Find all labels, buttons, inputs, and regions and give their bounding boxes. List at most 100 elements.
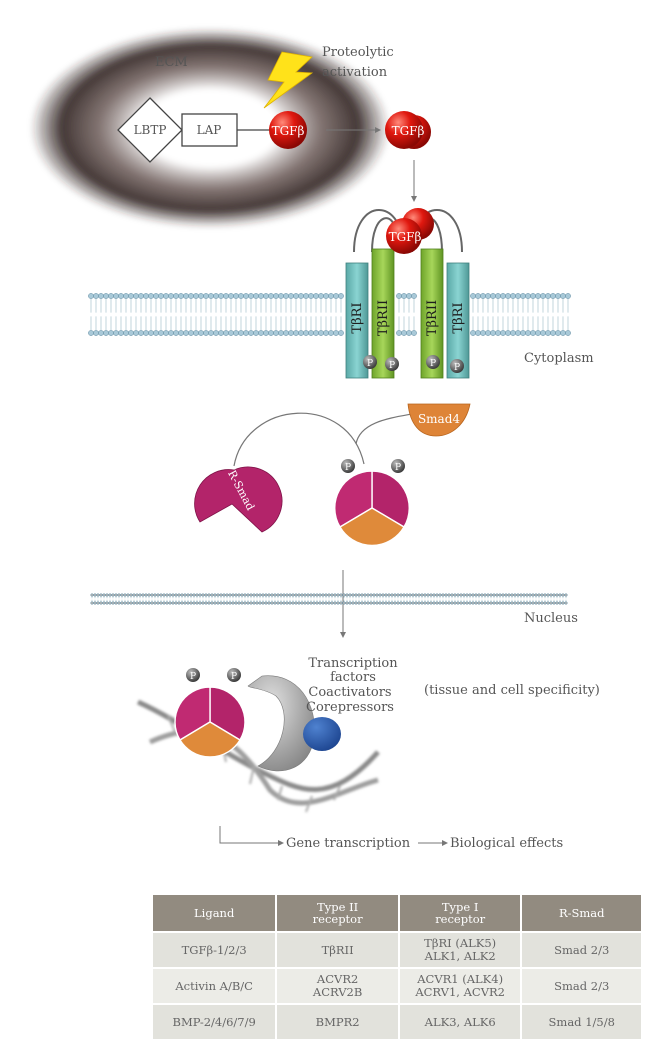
lipid-head — [93, 293, 99, 299]
lipid-head — [300, 601, 304, 605]
lipid-head — [375, 601, 379, 605]
lipid-head — [492, 593, 496, 597]
activation-label: activation — [322, 65, 388, 80]
lipid-head — [366, 593, 370, 597]
lipid-head — [531, 593, 535, 597]
lipid-head — [147, 601, 151, 605]
lipid-head — [480, 601, 484, 605]
lipid-head — [178, 293, 184, 299]
lipid-head — [228, 593, 232, 597]
lipid-head — [189, 593, 193, 597]
lipid-head — [558, 593, 562, 597]
lipid-head — [143, 330, 149, 336]
lipid-head — [278, 330, 284, 336]
specificity-label: (tissue and cell specificity) — [424, 683, 600, 698]
svg-text:P: P — [231, 672, 237, 682]
phospho-group: P — [385, 357, 399, 371]
lipid-head — [530, 293, 536, 299]
lipid-head — [560, 293, 566, 299]
lipid-head — [159, 593, 163, 597]
table-cell: Smad 2/3 — [520, 931, 643, 969]
lipid-head — [297, 593, 301, 597]
lipid-head — [323, 330, 329, 336]
tf-label-line1: Transcription — [308, 656, 398, 671]
lipid-head — [288, 330, 294, 336]
lipid-head — [540, 293, 546, 299]
lipid-head — [108, 330, 114, 336]
lipid-head — [201, 601, 205, 605]
lipid-head — [249, 601, 253, 605]
lipid-head — [113, 330, 119, 336]
lipid-head — [402, 593, 406, 597]
lipid-head — [183, 601, 187, 605]
lipid-head — [411, 293, 417, 299]
lipid-head — [180, 593, 184, 597]
lipid-head — [303, 593, 307, 597]
lipid-head — [432, 601, 436, 605]
lipid-head — [222, 601, 226, 605]
lipid-head — [535, 293, 541, 299]
lipid-head — [336, 593, 340, 597]
lipid-head — [303, 601, 307, 605]
tf-label-line4: Corepressors — [306, 700, 394, 715]
lipid-head — [480, 330, 486, 336]
lipid-head — [333, 330, 339, 336]
lipid-head — [303, 293, 309, 299]
lipid-head — [123, 593, 127, 597]
lipid-head — [387, 601, 391, 605]
lipid-head — [243, 293, 249, 299]
lipid-head — [288, 601, 292, 605]
lipid-head — [456, 593, 460, 597]
lipid-head — [113, 293, 119, 299]
lipid-head — [308, 330, 314, 336]
lipid-head — [423, 593, 427, 597]
lipid-head — [558, 601, 562, 605]
lipid-head — [88, 293, 94, 299]
lipid-head — [261, 593, 265, 597]
lipid-head — [103, 330, 109, 336]
table-cell: BMP-2/4/6/7/9 — [150, 1003, 278, 1041]
lipid-head — [195, 593, 199, 597]
lipid-head — [429, 601, 433, 605]
lipid-head — [253, 293, 259, 299]
lipid-head — [474, 593, 478, 597]
lipid-head — [162, 601, 166, 605]
lipid-head — [177, 593, 181, 597]
lipid-head — [540, 330, 546, 336]
lipid-head — [138, 593, 142, 597]
lipid-head — [231, 593, 235, 597]
lipid-head — [291, 593, 295, 597]
lipid-head — [279, 601, 283, 605]
lipid-head — [318, 330, 324, 336]
phospho-group: P — [186, 668, 200, 682]
lipid-head — [208, 330, 214, 336]
lipid-head — [309, 593, 313, 597]
lipid-head — [218, 330, 224, 336]
lipid-head — [248, 293, 254, 299]
lipid-head — [363, 593, 367, 597]
lipid-head — [133, 293, 139, 299]
lipid-head — [228, 330, 234, 336]
lipid-head — [120, 593, 124, 597]
lipid-head — [486, 601, 490, 605]
svg-text:P: P — [190, 672, 196, 682]
lipid-head — [516, 601, 520, 605]
svg-text:P: P — [430, 359, 436, 369]
lipid-head — [435, 593, 439, 597]
lipid-head — [183, 593, 187, 597]
lipid-head — [450, 601, 454, 605]
lipid-head — [321, 601, 325, 605]
lipid-head — [162, 593, 166, 597]
lipid-head — [278, 293, 284, 299]
lipid-head — [546, 593, 550, 597]
lipid-head — [564, 601, 568, 605]
lipid-head — [204, 593, 208, 597]
lipid-head — [234, 601, 238, 605]
lipid-head — [99, 601, 103, 605]
lipid-head — [318, 601, 322, 605]
phospho-group: P — [363, 355, 377, 369]
lipid-head — [183, 293, 189, 299]
lipid-head — [485, 293, 491, 299]
lipid-head — [339, 593, 343, 597]
